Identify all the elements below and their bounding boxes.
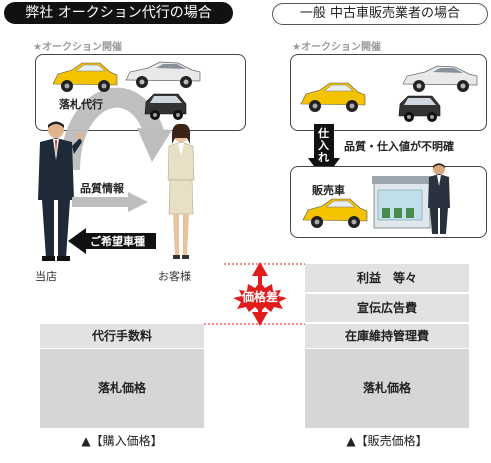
unknown-quality-label: 品質・仕入値が不明確 <box>344 140 454 153</box>
ad-cost-label: 宣伝広告費 <box>356 301 417 315</box>
profit-label: 利益 等々 <box>356 271 417 285</box>
profit-bar: 利益 等々 <box>305 264 469 292</box>
left-winning-bid-bar: 落札価格 <box>40 349 204 428</box>
sale-price-caption: ▲【販売価格】 <box>346 434 428 448</box>
price-gap-label: 価格差 <box>241 290 278 304</box>
purchase-label: 仕入れ <box>318 127 329 164</box>
quality-info-arrow <box>72 192 148 212</box>
left-winning-bid-label: 落札価格 <box>97 381 146 395</box>
price-gap-badge <box>233 282 287 312</box>
purchase-price-caption: ▲【購入価格】 <box>81 434 163 448</box>
customer-label: お客様 <box>158 270 191 283</box>
auction-note-right: ★オークション開催 <box>292 42 381 53</box>
left-scenario-title: 弊社 オークション代行の場合 <box>4 2 233 24</box>
dealer-staff-icon <box>428 163 450 234</box>
auction-note-left: ★オークション開催 <box>33 42 122 53</box>
store-staff-icon <box>38 121 83 261</box>
desired-model-label: ご希望車種 <box>90 235 145 248</box>
car-icon <box>144 93 187 120</box>
dealer-car-label: 販売車 <box>312 184 345 197</box>
right-scenario-title: 一般 中古車販売業者の場合 <box>272 3 488 25</box>
car-icon <box>398 95 441 122</box>
car-icon <box>302 198 368 228</box>
fee-bar: 代行手数料 <box>40 324 204 348</box>
bid-proxy-label: 落札代行 <box>59 98 103 111</box>
car-icon <box>125 61 201 88</box>
customer-icon <box>167 123 195 259</box>
store-label: 当店 <box>35 270 57 283</box>
inventory-cost-label: 在庫維持管理費 <box>344 329 429 343</box>
right-winning-bid-bar: 落札価格 <box>305 349 469 428</box>
inventory-cost-bar: 在庫維持管理費 <box>305 324 469 348</box>
ad-cost-bar: 宣伝広告費 <box>305 294 469 322</box>
fee-bar-label: 代行手数料 <box>91 329 152 343</box>
car-icon <box>300 82 366 112</box>
quality-info-label: 品質情報 <box>80 182 124 195</box>
car-icon <box>402 65 478 92</box>
desired-model-arrow <box>68 228 156 254</box>
right-winning-bid-label: 落札価格 <box>362 381 411 395</box>
car-icon <box>52 62 118 92</box>
